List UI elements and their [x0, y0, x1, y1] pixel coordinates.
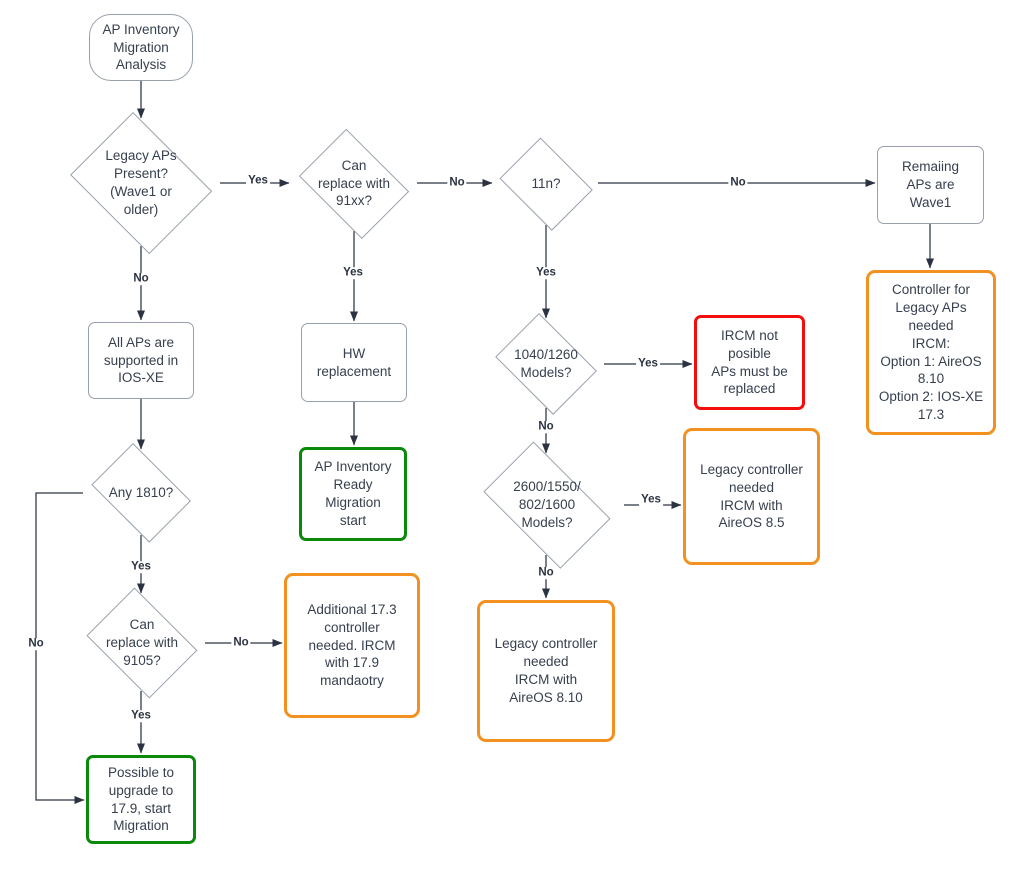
node-can-replace-91xx[interactable]: Can replace with 91xx?	[291, 128, 417, 239]
node-any-1810[interactable]: Any 1810?	[83, 443, 199, 543]
node-controller-for-legacy-aps[interactable]: Controller for Legacy APs needed IRCM: O…	[866, 270, 996, 435]
node-legacy-aps-present[interactable]: Legacy APs Present? (Wave1 or older)	[62, 112, 220, 254]
edge-label-11n-no: No	[728, 176, 748, 189]
node-label: Can replace with 9105?	[105, 617, 179, 668]
node-hw-replacement[interactable]: HW replacement	[301, 323, 407, 402]
edge-label-9105-no: No	[231, 636, 251, 649]
node-models-2600-1550-802-1600[interactable]: 2600/1550/ 802/1600 Models?	[470, 441, 624, 569]
edge-label-can-replace-91xx-yes: Yes	[341, 266, 365, 279]
edge-label-9105-yes: Yes	[129, 709, 153, 722]
node-label: IRCM not posible APs must be replaced	[711, 327, 788, 397]
node-label: Controller for Legacy APs needed IRCM: O…	[878, 282, 984, 422]
node-label: All APs are supported in IOS-XE	[103, 334, 179, 386]
edge-label-2600-no: No	[536, 566, 556, 579]
node-all-aps-supported-iosxe[interactable]: All APs are supported in IOS-XE	[88, 322, 194, 399]
node-label: Additional 17.3 controller needed. IRCM …	[307, 601, 397, 689]
edge-label-any-1810-yes: Yes	[129, 560, 153, 573]
node-label: Remaiing APs are Wave1	[901, 159, 960, 210]
node-start[interactable]: AP Inventory Migration Analysis	[89, 14, 193, 81]
node-label: 2600/1550/ 802/1600 Models?	[513, 479, 581, 530]
edge-label-legacy-aps-no: No	[131, 272, 151, 285]
node-label: Legacy controller needed IRCM with AireO…	[700, 461, 803, 531]
edge-label-2600-yes: Yes	[639, 493, 663, 506]
edge-label-legacy-aps-yes: Yes	[246, 174, 270, 187]
node-11n[interactable]: 11n?	[494, 137, 598, 231]
node-label: Can replace with 91xx?	[317, 157, 391, 209]
node-label: Legacy APs Present? (Wave1 or older)	[105, 148, 177, 217]
node-label: 1040/1260 Models?	[514, 347, 578, 380]
node-label: 11n?	[531, 176, 561, 192]
node-can-replace-9105[interactable]: Can replace with 9105?	[79, 587, 205, 699]
node-additional-173-controller[interactable]: Additional 17.3 controller needed. IRCM …	[284, 573, 420, 718]
node-legacy-controller-aireos-85[interactable]: Legacy controller needed IRCM with AireO…	[683, 428, 820, 565]
node-label: AP Inventory Ready Migration start	[314, 459, 392, 528]
edge-label-can-replace-91xx-no: No	[447, 176, 467, 189]
node-ircm-not-posible[interactable]: IRCM not posible APs must be replaced	[694, 315, 805, 410]
node-possible-upgrade-179[interactable]: Possible to upgrade to 17.9, start Migra…	[86, 755, 196, 844]
node-models-1040-1260[interactable]: 1040/1260 Models?	[488, 313, 604, 415]
edge-label-1040-1260-yes: Yes	[636, 357, 660, 370]
node-ap-inventory-ready[interactable]: AP Inventory Ready Migration start	[299, 447, 407, 541]
node-legacy-controller-aireos-810[interactable]: Legacy controller needed IRCM with AireO…	[477, 600, 615, 742]
node-remaining-aps-wave1[interactable]: Remaiing APs are Wave1	[877, 146, 984, 224]
edge-label-any-1810-no: No	[26, 637, 46, 650]
node-label: Legacy controller needed IRCM with AireO…	[494, 636, 598, 705]
node-label: AP Inventory Migration Analysis	[102, 21, 180, 73]
edge-label-1040-1260-no: No	[536, 420, 556, 433]
node-label: Any 1810?	[108, 485, 174, 501]
edge-label-11n-yes: Yes	[534, 266, 558, 279]
node-label: Possible to upgrade to 17.9, start Migra…	[107, 764, 175, 834]
node-label: HW replacement	[316, 345, 392, 379]
